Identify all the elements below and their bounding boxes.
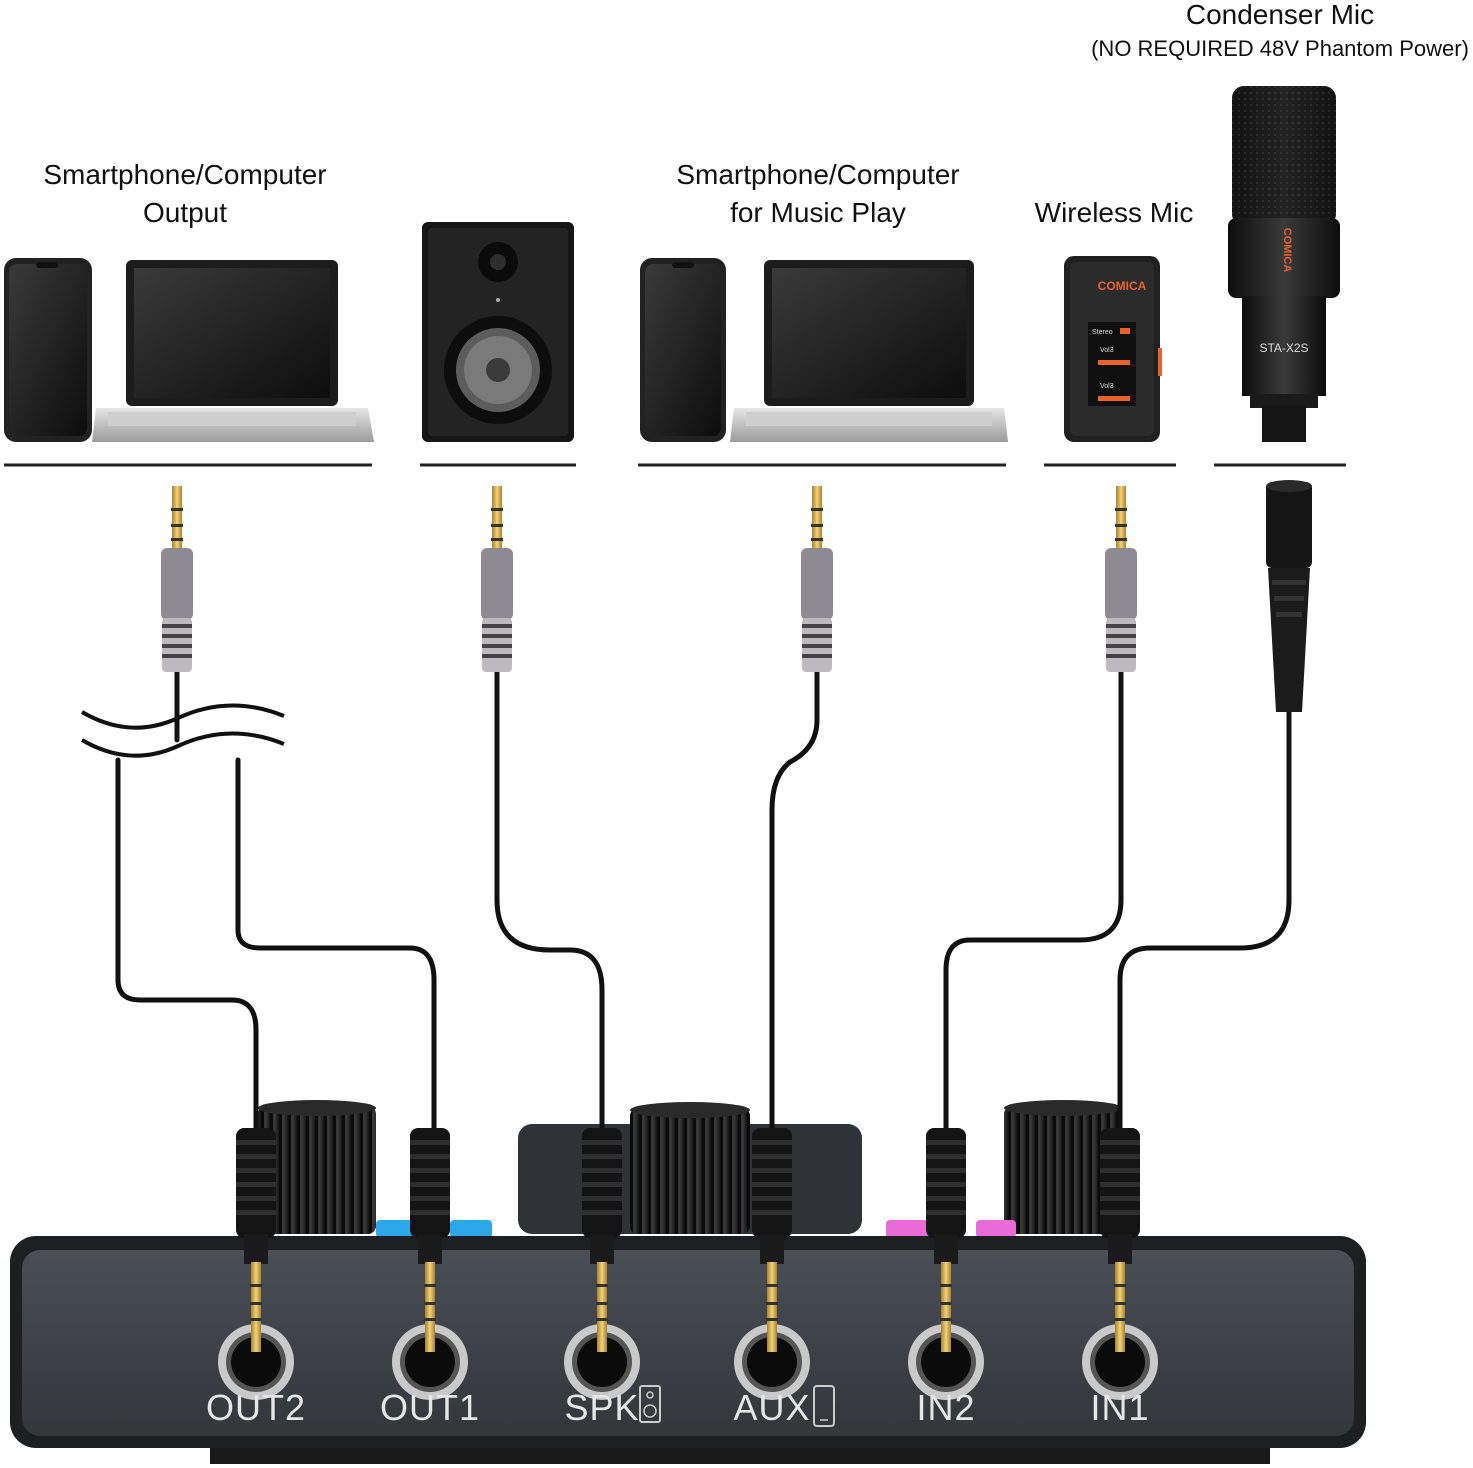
label-output-line2: Output	[142, 197, 228, 228]
port-label-in1: IN1	[1090, 1387, 1149, 1428]
receiver-screen-line3: Vol3	[1100, 383, 1114, 390]
phone-small-icon	[813, 1385, 835, 1427]
jack-out2[interactable]: OUT2	[206, 1128, 306, 1428]
port-label-in2: IN2	[916, 1387, 975, 1428]
cable-out1	[235, 757, 437, 1133]
label-output-line1: Smartphone/Computer	[43, 159, 327, 190]
port-label-out2: OUT2	[206, 1387, 306, 1428]
cable-aux	[769, 669, 820, 1133]
cable-in2	[943, 669, 1124, 1133]
port-label-aux: AUX	[733, 1387, 810, 1428]
laptop-music-icon	[730, 260, 1008, 442]
speaker-icon	[422, 222, 574, 442]
jack-out1[interactable]: OUT1	[380, 1128, 480, 1428]
label-condenser-mic: Condenser Mic	[1185, 0, 1375, 30]
speaker-small-icon	[639, 1385, 661, 1423]
wireless-mic-receiver-icon: COMICA Stereo Vol3 Vol3	[1064, 256, 1162, 442]
port-label-spk: SPK	[564, 1387, 639, 1428]
jack-in1[interactable]: IN1	[1082, 1128, 1158, 1428]
phone-output-icon	[4, 258, 92, 442]
phone-music-icon	[640, 258, 726, 442]
label-music-line1: Smartphone/Computer	[676, 159, 960, 190]
mic-model-text: STA-X2S	[1259, 341, 1308, 355]
cable-out2	[115, 757, 259, 1133]
jack-aux[interactable]: AUX	[733, 1128, 810, 1428]
port-label-out1: OUT1	[380, 1387, 480, 1428]
receiver-screen-line2: Vol3	[1100, 347, 1114, 354]
label-phantom-power: (NO REQUIRED 48V Phantom Power)	[1091, 36, 1469, 61]
mic-brand-text: COMICA	[1281, 228, 1293, 273]
mixer-front-panel	[10, 1236, 1366, 1464]
cables	[115, 667, 1292, 1133]
label-music-line2: for Music Play	[730, 197, 906, 228]
plugs-top	[161, 480, 1312, 712]
jack-in2[interactable]: IN2	[908, 1128, 984, 1428]
jack-spk[interactable]: SPK	[564, 1128, 640, 1428]
receiver-brand-text: COMICA	[1098, 279, 1147, 293]
mixer-knobs	[258, 1100, 1122, 1238]
cable-break-symbol	[80, 703, 285, 758]
cable-spk	[494, 669, 605, 1133]
xlr-plug	[1266, 480, 1312, 712]
label-wireless-mic: Wireless Mic	[1034, 197, 1194, 228]
receiver-screen-line1: Stereo	[1092, 329, 1113, 336]
laptop-output-icon	[92, 260, 374, 442]
condenser-mic-icon: COMICA STA-X2S	[1228, 86, 1340, 442]
cable-in1	[1117, 709, 1292, 1133]
